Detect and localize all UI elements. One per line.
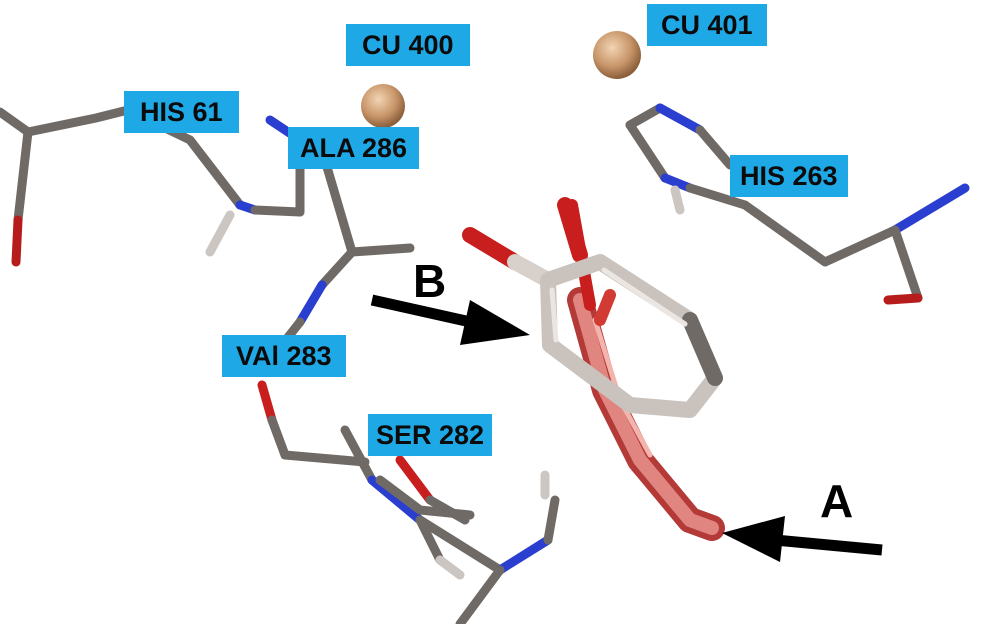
label-ser282: SER 282 bbox=[368, 414, 493, 456]
label-cu401: CU 401 bbox=[647, 4, 767, 46]
label-cu400: CU 400 bbox=[346, 24, 470, 66]
marker-a: A bbox=[820, 475, 854, 527]
label-his263: HIS 263 bbox=[730, 155, 848, 197]
arrow-b bbox=[370, 294, 530, 345]
his263-residue-sticks bbox=[625, 103, 970, 305]
backbone-sticks bbox=[257, 145, 560, 624]
copper-ion-401 bbox=[593, 31, 641, 79]
ligand-b-pose bbox=[462, 197, 723, 418]
label-ala286: ALA 286 bbox=[288, 127, 420, 169]
arrow-a bbox=[722, 516, 883, 562]
marker-b: B bbox=[413, 255, 447, 307]
label-his61: HIS 61 bbox=[124, 91, 239, 133]
ligand-a-pose bbox=[566, 199, 725, 541]
copper-ion-400 bbox=[361, 84, 405, 128]
label-val283: VAl 283 bbox=[222, 335, 346, 377]
